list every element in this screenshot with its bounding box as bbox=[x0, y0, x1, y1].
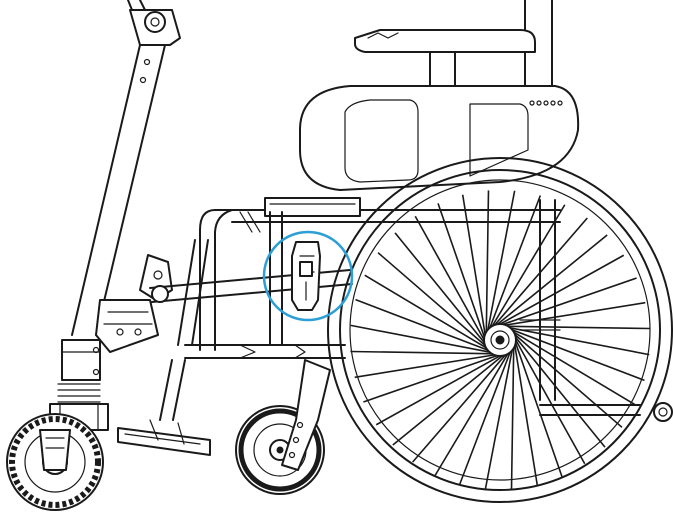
spoke bbox=[355, 298, 494, 353]
spoke bbox=[484, 344, 514, 490]
armrest-pad bbox=[354, 29, 536, 53]
spoke bbox=[394, 232, 489, 348]
panel-holes bbox=[529, 100, 563, 106]
spoke bbox=[494, 254, 625, 328]
spoke bbox=[350, 324, 496, 354]
drive-wheel bbox=[6, 413, 104, 511]
mount-bracket bbox=[291, 241, 321, 311]
spoke bbox=[412, 350, 510, 463]
connection-bar bbox=[149, 269, 353, 303]
spoke bbox=[434, 348, 512, 476]
spoke bbox=[392, 351, 508, 446]
spoke bbox=[414, 215, 488, 346]
spoke bbox=[486, 190, 516, 336]
side-guard-panel bbox=[299, 85, 580, 191]
spoke bbox=[485, 190, 490, 338]
spoke bbox=[510, 342, 515, 490]
spoke bbox=[504, 326, 650, 356]
rear-wheel bbox=[327, 157, 673, 503]
spoke bbox=[437, 203, 487, 343]
spoke bbox=[510, 330, 623, 428]
spoke bbox=[377, 252, 490, 350]
wheel-spokes bbox=[350, 190, 650, 490]
spoke bbox=[364, 274, 492, 352]
spoke bbox=[492, 234, 608, 329]
spoke bbox=[375, 352, 506, 426]
spoke bbox=[511, 332, 606, 448]
spoke bbox=[497, 277, 637, 327]
caster-wheel bbox=[235, 359, 331, 495]
spoke bbox=[350, 350, 498, 355]
spoke bbox=[461, 194, 487, 341]
spoke bbox=[490, 217, 588, 330]
spoke bbox=[508, 328, 636, 406]
strut-clamp bbox=[95, 254, 173, 353]
spoke bbox=[512, 334, 586, 465]
spring-coil bbox=[57, 383, 101, 403]
spoke bbox=[487, 195, 542, 334]
spoke bbox=[499, 301, 646, 327]
spoke bbox=[502, 325, 650, 330]
spoke bbox=[488, 204, 566, 332]
spoke bbox=[513, 339, 539, 486]
power-unit-strut bbox=[71, 0, 181, 336]
spoke bbox=[354, 353, 501, 379]
spoke bbox=[506, 327, 645, 382]
spoke bbox=[363, 353, 503, 403]
highlight-circle-icon bbox=[262, 230, 354, 322]
spoke bbox=[458, 346, 513, 485]
footrest bbox=[117, 359, 211, 456]
spoke bbox=[513, 337, 563, 477]
